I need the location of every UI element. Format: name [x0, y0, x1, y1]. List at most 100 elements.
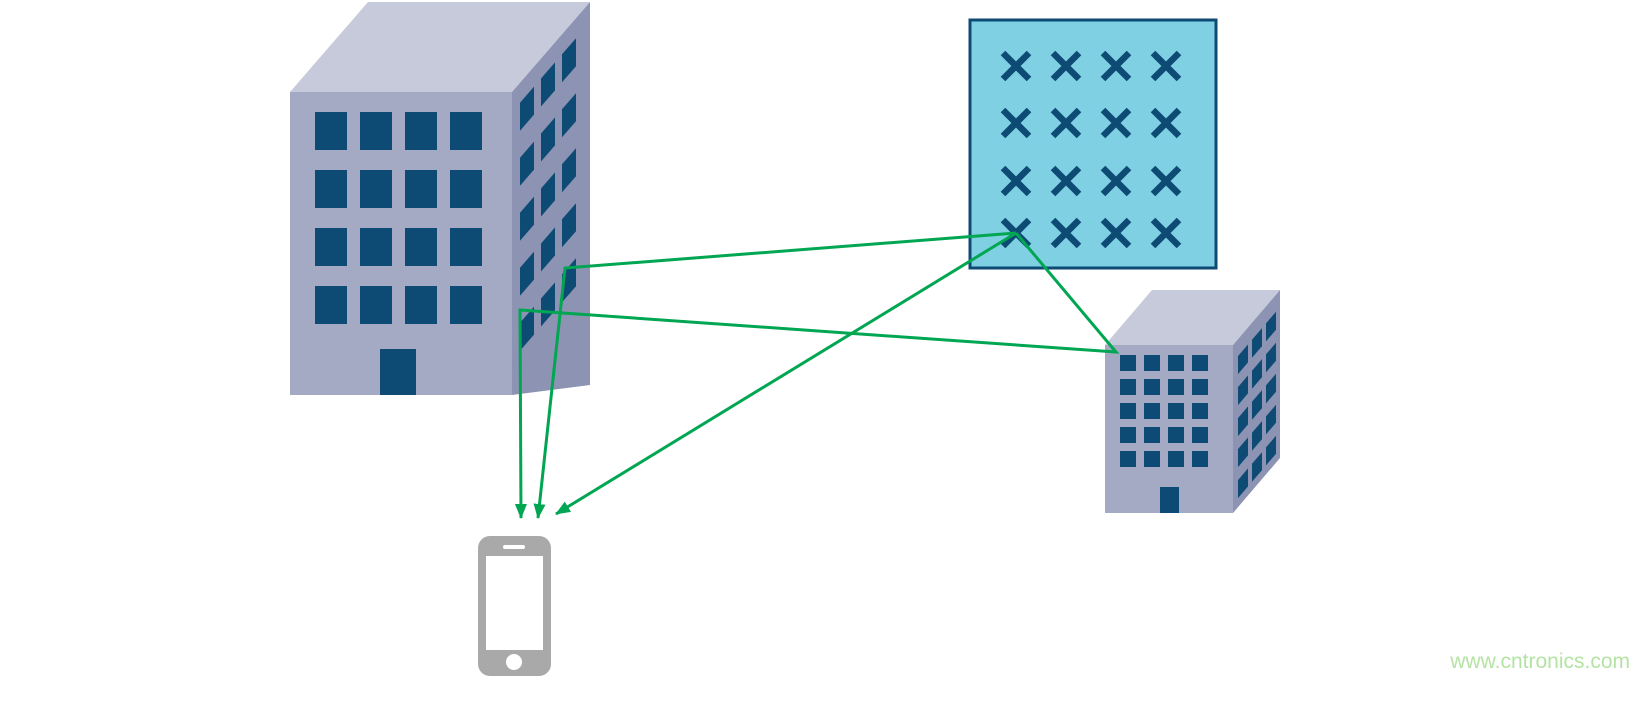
building-right-window [1192, 355, 1208, 371]
building-right-window [1120, 355, 1136, 371]
building-right-window [1120, 451, 1136, 467]
building-left-window [450, 170, 482, 208]
building-left-side-window [562, 203, 576, 248]
antenna-element-x [1050, 107, 1082, 139]
building-right-window [1192, 379, 1208, 395]
building-right-roof [1105, 290, 1280, 345]
antenna-element-x [1150, 165, 1182, 197]
building-left-window [405, 170, 437, 208]
antenna-element-x [1100, 107, 1132, 139]
antenna-element-x [1150, 217, 1182, 249]
building-right-side-window [1252, 421, 1262, 451]
building-right-window [1144, 403, 1160, 419]
building-right-side-window [1252, 390, 1262, 420]
building-left-window [405, 228, 437, 266]
building-left-window [405, 112, 437, 150]
building-left-side-window [520, 251, 534, 296]
building-right-side-window [1266, 404, 1276, 435]
signal-paths [514, 231, 1120, 519]
building-right-side-window [1238, 344, 1248, 375]
building-left-side-window [541, 227, 555, 272]
building-right-window [1168, 379, 1184, 395]
building-left-side-window [541, 117, 555, 162]
building-left-window [315, 286, 347, 324]
antenna-element-x [1050, 165, 1082, 197]
building-right-door [1160, 487, 1179, 513]
antenna-element-x [1150, 107, 1182, 139]
building-right-window [1144, 379, 1160, 395]
antenna-element-x [1100, 165, 1132, 197]
building-left-window [360, 170, 392, 208]
signal-path-via-right-building [514, 232, 1120, 519]
building-right-side-window [1252, 359, 1262, 389]
building-left-window [450, 286, 482, 324]
building-right-window [1120, 379, 1136, 395]
building-left-window [360, 228, 392, 266]
watermark: www.cntronics.com [1449, 650, 1630, 673]
antenna-element-x [1050, 217, 1082, 249]
building-right-window [1144, 427, 1160, 443]
signal-path-via-left-building [533, 231, 1017, 519]
building-right-side-window [1238, 406, 1248, 437]
building-right-window [1192, 403, 1208, 419]
building-left-window [315, 112, 347, 150]
building-left-side-window [520, 306, 534, 351]
building-right-window [1168, 355, 1184, 371]
antenna-element-x [1000, 165, 1032, 197]
building-left-window [405, 286, 437, 324]
signal-path-direct [555, 231, 1017, 516]
building-right-side-window [1238, 437, 1248, 468]
building-right-side-window [1252, 328, 1262, 358]
antenna-elements [1000, 50, 1182, 249]
building-right-side-window [1252, 452, 1262, 482]
building-left-roof [290, 2, 590, 92]
building-right-side-window [1266, 373, 1276, 404]
building-left-window [360, 286, 392, 324]
building-left-side-window [541, 282, 555, 327]
building-left-side-window [541, 62, 555, 107]
building-left-side-window [562, 258, 576, 303]
phone-screen [486, 556, 543, 650]
building-right-side-windows [1238, 311, 1276, 499]
building-right-side-window [1266, 311, 1276, 342]
building-right-windows [1120, 355, 1208, 467]
antenna-element-x [1150, 50, 1182, 82]
building-left-side-window [520, 141, 534, 186]
antenna-element-x [1000, 107, 1032, 139]
building-right-window [1144, 451, 1160, 467]
building-left [290, 2, 590, 395]
building-left-window [450, 112, 482, 150]
building-right-window [1120, 403, 1136, 419]
phone-speaker [503, 545, 525, 549]
building-right-window [1168, 403, 1184, 419]
building-left-side-window [541, 172, 555, 217]
building-left-side-window [562, 148, 576, 193]
building-right-window [1168, 451, 1184, 467]
building-left-window [315, 170, 347, 208]
building-left-windows [315, 112, 482, 324]
antenna-element-x [1100, 217, 1132, 249]
building-right [1105, 290, 1280, 513]
building-right-window [1120, 427, 1136, 443]
building-left-side-window [562, 93, 576, 138]
building-right-window [1168, 427, 1184, 443]
building-right-side-window [1266, 435, 1276, 466]
building-right-side-window [1238, 375, 1248, 406]
antenna-panel [968, 18, 1218, 270]
building-left-window [315, 228, 347, 266]
building-left-door [380, 349, 416, 395]
building-right-side-window [1266, 342, 1276, 373]
building-left-window [360, 112, 392, 150]
antenna-element-x [1050, 50, 1082, 82]
building-left-side-windows [520, 38, 576, 351]
building-right-side-window [1238, 468, 1248, 499]
building-left-window [450, 228, 482, 266]
building-right-window [1192, 451, 1208, 467]
building-left-side-window [520, 196, 534, 241]
antenna-element-x [1100, 50, 1132, 82]
antenna-element-x [1000, 50, 1032, 82]
building-left-side-window [562, 38, 576, 83]
building-right-window [1192, 427, 1208, 443]
phone-home-button [506, 654, 522, 670]
